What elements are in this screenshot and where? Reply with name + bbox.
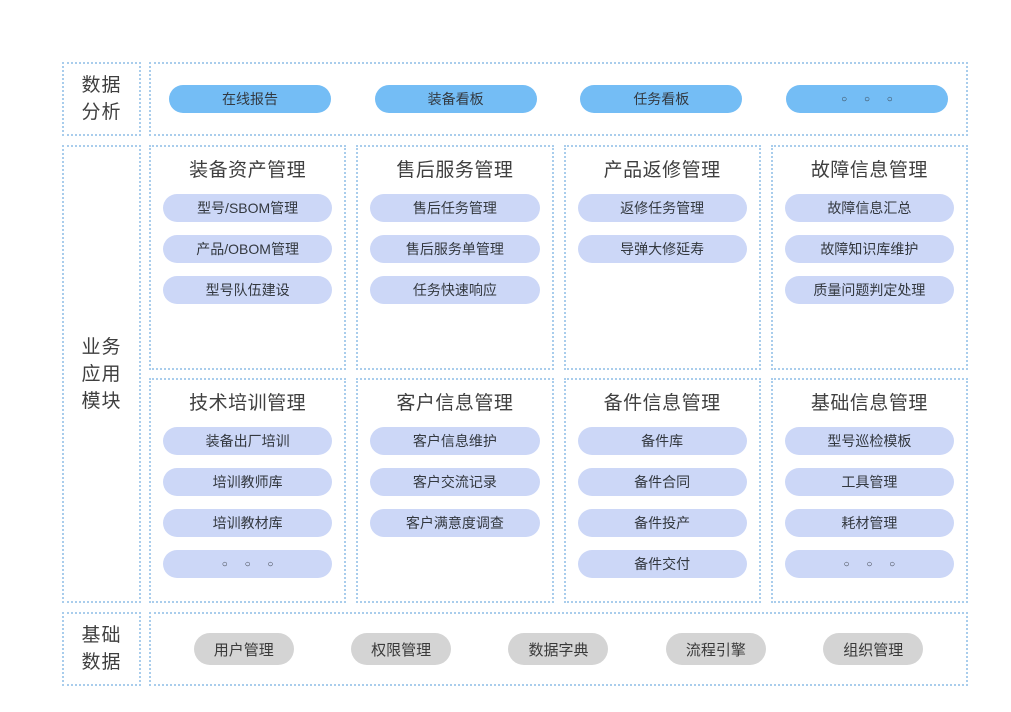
card-title: 备件信息管理 (603, 393, 721, 414)
card-basic-information-management[interactable]: 基础信息管理 型号巡检模板 工具管理 耗材管理 ○ ○ ○ (770, 378, 968, 603)
card-item[interactable]: 客户满意度调查 (370, 509, 540, 537)
layer-analytics-panel: 在线报告 装备看板 任务看板 ○ ○ ○ (149, 62, 968, 136)
card-item[interactable]: 售后任务管理 (370, 194, 540, 222)
card-spare-parts-information-management[interactable]: 备件信息管理 备件库 备件合同 备件投产 备件交付 (563, 378, 761, 603)
layer-business-caption-line-3: 模块 (81, 390, 122, 412)
layer-analytics-caption-line-2: 分析 (81, 102, 122, 123)
card-item[interactable]: 装备出厂培训 (163, 427, 333, 455)
card-item[interactable]: 售后服务单管理 (370, 235, 540, 263)
card-item-list: 装备出厂培训 培训教师库 培训教材库 ○ ○ ○ (163, 427, 333, 578)
card-item[interactable]: 产品/OBOM管理 (163, 235, 333, 263)
card-item-list: 客户信息维护 客户交流记录 客户满意度调查 (370, 427, 540, 537)
layer-business-caption: 业务 应用 模块 (62, 145, 141, 603)
card-item[interactable]: 型号巡检模板 (784, 427, 954, 455)
layer-base-data-caption: 基础 数据 (62, 612, 141, 686)
card-item[interactable]: 客户信息维护 (370, 427, 540, 455)
card-item-more[interactable]: ○ ○ ○ (163, 550, 333, 578)
layer-base-data-caption-line-1: 基础 (81, 625, 122, 646)
layer-business-caption-line-2: 应用 (81, 363, 122, 385)
ellipsis-icon: ○ ○ ○ (843, 558, 903, 570)
card-item[interactable]: 故障信息汇总 (784, 194, 954, 222)
layer-analytics: 数据 分析 在线报告 装备看板 任务看板 ○ ○ ○ (62, 62, 968, 136)
card-item-list: 备件库 备件合同 备件投产 备件交付 (577, 427, 747, 578)
business-card-row: 技术培训管理 装备出厂培训 培训教师库 培训教材库 ○ ○ ○ 客户信息管理 客… (149, 378, 968, 603)
card-item-more[interactable]: ○ ○ ○ (784, 550, 954, 578)
layer-base-data-panel: 用户管理 权限管理 数据字典 流程引擎 组织管理 (149, 612, 968, 686)
card-item[interactable]: 客户交流记录 (370, 468, 540, 496)
card-customer-information-management[interactable]: 客户信息管理 客户信息维护 客户交流记录 客户满意度调查 (356, 378, 554, 603)
card-item-list: 售后任务管理 售后服务单管理 任务快速响应 (370, 194, 540, 304)
base-item-organization-management[interactable]: 组织管理 (823, 633, 924, 665)
analytics-item-equipment-board[interactable]: 装备看板 (374, 85, 537, 113)
card-item[interactable]: 返修任务管理 (577, 194, 747, 222)
base-item-process-engine[interactable]: 流程引擎 (665, 633, 766, 665)
card-item[interactable]: 型号队伍建设 (163, 276, 333, 304)
analytics-item-task-board[interactable]: 任务看板 (580, 85, 743, 113)
layer-base-data-caption-line-2: 数据 (81, 652, 122, 673)
card-item[interactable]: 工具管理 (784, 468, 954, 496)
card-title: 故障信息管理 (810, 160, 928, 181)
card-item[interactable]: 备件库 (577, 427, 747, 455)
layer-analytics-caption: 数据 分析 (62, 62, 141, 136)
card-title: 技术培训管理 (189, 393, 307, 414)
ellipsis-icon: ○ ○ ○ (221, 558, 281, 570)
card-item-list: 返修任务管理 导弹大修延寿 (577, 194, 747, 263)
card-item[interactable]: 备件投产 (577, 509, 747, 537)
card-item[interactable]: 培训教材库 (163, 509, 333, 537)
card-fault-information-management[interactable]: 故障信息管理 故障信息汇总 故障知识库维护 质量问题判定处理 (770, 145, 968, 370)
card-equipment-asset-management[interactable]: 装备资产管理 型号/SBOM管理 产品/OBOM管理 型号队伍建设 (149, 145, 347, 370)
analytics-item-more[interactable]: ○ ○ ○ (785, 85, 948, 113)
layer-business-caption-line-1: 业务 (81, 336, 122, 358)
card-item[interactable]: 故障知识库维护 (784, 235, 954, 263)
card-item[interactable]: 备件合同 (577, 468, 747, 496)
card-item[interactable]: 耗材管理 (784, 509, 954, 537)
card-after-sales-service-management[interactable]: 售后服务管理 售后任务管理 售后服务单管理 任务快速响应 (356, 145, 554, 370)
card-item-list: 型号/SBOM管理 产品/OBOM管理 型号队伍建设 (163, 194, 333, 304)
base-item-permission-management[interactable]: 权限管理 (351, 633, 452, 665)
card-item[interactable]: 任务快速响应 (370, 276, 540, 304)
card-item[interactable]: 质量问题判定处理 (784, 276, 954, 304)
ellipsis-icon: ○ ○ ○ (841, 93, 900, 105)
card-title: 产品返修管理 (603, 160, 721, 181)
card-item-list: 故障信息汇总 故障知识库维护 质量问题判定处理 (784, 194, 954, 304)
layer-base-data: 基础 数据 用户管理 权限管理 数据字典 流程引擎 组织管理 (62, 612, 968, 686)
card-item[interactable]: 型号/SBOM管理 (163, 194, 333, 222)
card-item[interactable]: 导弹大修延寿 (577, 235, 747, 263)
card-item[interactable]: 备件交付 (577, 550, 747, 578)
layer-business: 业务 应用 模块 装备资产管理 型号/SBOM管理 产品/OBOM管理 型号队伍… (62, 145, 968, 603)
layer-analytics-caption-line-1: 数据 (81, 75, 122, 96)
card-item[interactable]: 培训教师库 (163, 468, 333, 496)
card-title: 售后服务管理 (396, 160, 514, 181)
card-title: 基础信息管理 (810, 393, 928, 414)
base-item-user-management[interactable]: 用户管理 (193, 633, 294, 665)
analytics-item-online-report[interactable]: 在线报告 (169, 85, 331, 113)
card-title: 客户信息管理 (396, 393, 514, 414)
card-technical-training-management[interactable]: 技术培训管理 装备出厂培训 培训教师库 培训教材库 ○ ○ ○ (149, 378, 347, 603)
card-product-repair-management[interactable]: 产品返修管理 返修任务管理 导弹大修延寿 (563, 145, 761, 370)
base-item-data-dictionary[interactable]: 数据字典 (508, 633, 609, 665)
card-title: 装备资产管理 (189, 160, 307, 181)
layer-business-panel: 装备资产管理 型号/SBOM管理 产品/OBOM管理 型号队伍建设 售后服务管理… (149, 145, 968, 603)
card-item-list: 型号巡检模板 工具管理 耗材管理 ○ ○ ○ (784, 427, 954, 578)
business-card-row: 装备资产管理 型号/SBOM管理 产品/OBOM管理 型号队伍建设 售后服务管理… (149, 145, 968, 370)
